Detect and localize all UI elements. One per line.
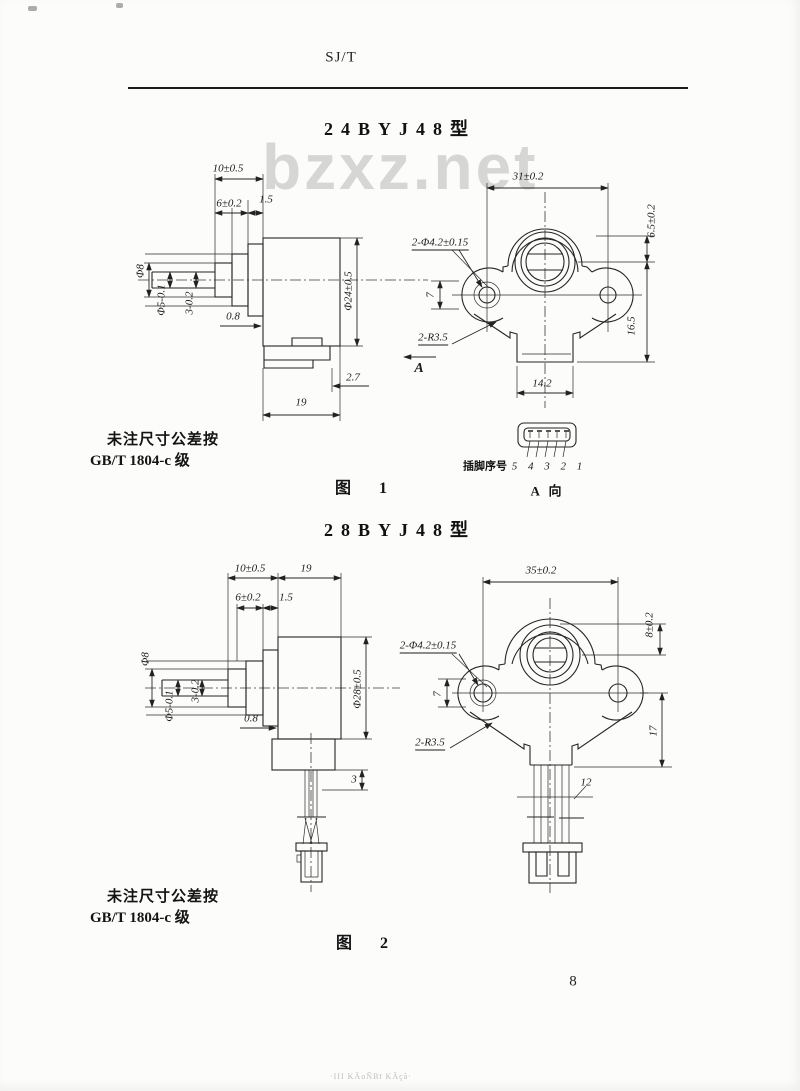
dim-label-fig2-bush-length: 6±0.2 <box>235 591 261 604</box>
pin-numbers-label: 插脚序号 <box>463 460 507 473</box>
figure1-connector-drawing <box>517 422 577 458</box>
figure1-caption: 图 1 <box>334 480 388 497</box>
figure2-caption: 图 2 <box>335 935 389 952</box>
view-arrow-label-a: A <box>414 361 424 376</box>
dim-label-fig1-housing-length: 10±0.5 <box>212 162 244 175</box>
page-number: 8 <box>569 973 577 990</box>
dim-label-fig1-ear-radius: 2-R3.5 <box>418 331 448 346</box>
dim-label-fig1-terminal: 0.8 <box>226 310 240 323</box>
dim-label-fig1-hole-span: 31±0.2 <box>512 170 544 183</box>
figure2-front-view-drawing <box>438 577 672 893</box>
dim-label-fig2-ear-radius: 2-R3.5 <box>415 736 445 751</box>
dim-label-fig2-wire-width: 12 <box>580 776 592 789</box>
dim-label-fig2-wire-exit: 3 <box>351 773 357 786</box>
bzxz-watermark: bzxz.net <box>262 131 539 203</box>
pin-numbers-row: 5 4 3 2 1 <box>511 460 587 473</box>
figure1-front-view-drawing <box>403 183 655 408</box>
dim-label-fig2-body-length: 19 <box>300 562 312 575</box>
figure2-title: 28BYJ48型 <box>323 520 477 540</box>
header-rule <box>128 87 688 89</box>
figure1-note-line2: GB/T 1804-c 级 <box>90 453 190 469</box>
dim-label-fig1-step-depth: 2.7 <box>346 371 360 384</box>
figure2-note-line1: 未注尺寸公差按 <box>107 889 220 905</box>
figure1-note-line1: 未注尺寸公差按 <box>107 432 220 448</box>
dim-label-fig2-terminal: 0.8 <box>244 712 258 725</box>
footer-watermark: ·III KĀoÑBī KĀçā· <box>330 1072 412 1081</box>
a-view-caption: A 向 <box>530 483 562 499</box>
figure1-side-view-drawing <box>138 174 428 421</box>
dim-label-fig2-hole-span: 35±0.2 <box>525 564 557 577</box>
dim-label-fig2-mount-holes: 2-Φ4.2±0.15 <box>399 639 457 654</box>
figure1-title: 24BYJ48型 <box>323 119 477 139</box>
dim-label-fig1-bottom-width: 14.2 <box>532 377 552 390</box>
dim-label-fig1-bush-length: 6±0.2 <box>216 197 242 210</box>
dim-label-fig1-step: 1.5 <box>259 193 273 206</box>
scan-artifact <box>116 3 123 8</box>
scan-artifact <box>28 6 37 11</box>
figure2-note-line2: GB/T 1804-c 级 <box>90 910 190 926</box>
dim-label-fig1-body-length: 19 <box>295 396 307 409</box>
dim-label-fig2-housing-length: 10±0.5 <box>234 562 266 575</box>
dim-label-fig2-step: 1.5 <box>279 591 293 604</box>
standard-code-header: SJ/T <box>325 49 357 66</box>
dim-label-fig1-mount-holes: 2-Φ4.2±0.15 <box>411 236 469 251</box>
figure2-side-view-drawing <box>145 573 400 892</box>
